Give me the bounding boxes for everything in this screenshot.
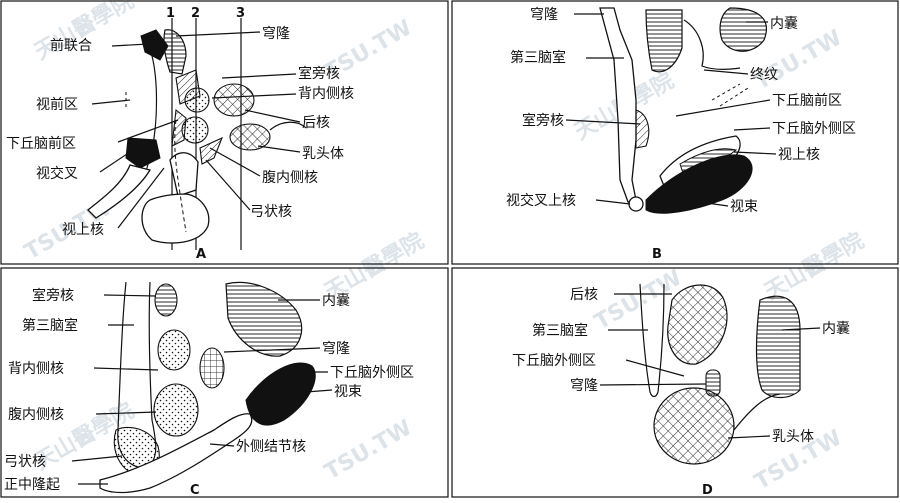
label-paraventricular-b: 室旁核 — [522, 112, 564, 129]
label-optic-chiasm: 视交叉 — [36, 165, 78, 182]
section-number-3: 3 — [236, 6, 245, 21]
label-optic-tract-b: 视束 — [730, 199, 758, 215]
label-fornix-a: 穹隆 — [262, 26, 290, 42]
third-ventricle-b — [599, 7, 637, 203]
label-median-eminence-c: 正中隆起 — [4, 477, 60, 493]
infundibulum-a — [169, 152, 199, 197]
internal-capsule-b — [719, 7, 767, 52]
label-third-ventricle-c: 第三脑室 — [22, 317, 78, 334]
label-internal-capsule-b: 内囊 — [770, 15, 798, 32]
label-dorsomedial-a: 背内侧核 — [298, 86, 354, 102]
dorsomedial-shape-c — [157, 329, 191, 371]
mammillary-shape-d — [653, 387, 735, 465]
internal-capsule-c — [225, 281, 303, 357]
panel-letter-d: D — [702, 483, 713, 498]
third-ventricle-outline-a — [174, 119, 187, 233]
section-number-1: 1 — [166, 6, 175, 21]
label-anterior-hypothalamic-a: 下丘脑前区 — [6, 135, 76, 152]
label-internal-capsule-d: 内囊 — [822, 320, 850, 337]
suprachiasmatic-shape-b — [628, 196, 644, 212]
label-lateral-hypothalamic-b: 下丘脑外侧区 — [772, 121, 856, 137]
label-posterior-d: 后核 — [570, 287, 598, 303]
posterior-shape-d — [667, 284, 728, 365]
label-anterior-hypothalamic-b: 下丘脑前区 — [772, 92, 842, 109]
label-lateral-hypothalamic-c: 下丘脑外侧区 — [330, 365, 414, 381]
arcuate-shape-a — [199, 136, 224, 165]
anterior-commissure-shape — [140, 29, 169, 61]
label-mammillary-d: 乳头体 — [772, 429, 814, 445]
section-number-2: 2 — [191, 6, 200, 21]
svg-text:TSU.TW: TSU.TW — [321, 415, 417, 485]
optic-chiasm-shape-a — [125, 137, 161, 169]
ventromedial-shape-c — [153, 383, 199, 437]
label-suprachiasmatic-b: 视交叉上核 — [506, 192, 576, 209]
panel-b: 穹隆 内囊 第三脑室 终纹 下丘脑前区 室旁核 下丘脑外侧区 视上核 视交叉上核… — [506, 7, 856, 262]
dorsomedial-shape-a — [184, 87, 210, 113]
label-ventromedial-c: 腹内侧核 — [8, 406, 64, 423]
third-ventricle-d — [639, 283, 665, 398]
label-arcuate-c: 弓状核 — [4, 454, 46, 470]
label-internal-capsule-c: 内囊 — [322, 292, 350, 309]
label-supraoptic-b: 视上核 — [778, 147, 820, 163]
panel-d: 后核 内囊 第三脑室 下丘脑外侧区 穹隆 乳头体 D — [512, 283, 850, 498]
fornix-shape-c — [199, 347, 225, 389]
label-fornix-c: 穹隆 — [322, 341, 350, 357]
mammillary-tract-a — [269, 121, 307, 131]
panel-letter-c: C — [190, 483, 200, 498]
optic-nerve-shape-a — [87, 164, 152, 219]
label-anterior-commissure: 前联合 — [50, 37, 92, 54]
label-posterior-a: 后核 — [302, 115, 330, 131]
label-stria-terminalis: 终纹 — [750, 67, 778, 83]
fornix-shape-a — [163, 29, 187, 75]
panel-letter-a: A — [196, 247, 206, 262]
paraventricular-shape-b — [635, 109, 650, 149]
panel-c: 室旁核 内囊 第三脑室 穹隆 背内侧核 下丘脑外侧区 视束 腹内侧核 外侧结节核… — [4, 281, 414, 498]
label-third-ventricle-d: 第三脑室 — [532, 322, 588, 339]
optic-tract-b — [645, 154, 753, 214]
label-mammillary-a: 乳头体 — [302, 146, 344, 162]
label-ventromedial-a: 腹内侧核 — [262, 169, 318, 186]
anterior-hypothalamic-shape-a — [171, 108, 187, 147]
posterior-shape-a — [213, 83, 255, 117]
label-paraventricular-c: 室旁核 — [32, 287, 74, 304]
svg-text:天山醫學院: 天山醫學院 — [760, 228, 868, 306]
label-paraventricular-a: 室旁核 — [298, 65, 340, 82]
label-fornix-b: 穹隆 — [530, 7, 558, 23]
paraventricular-shape-c — [154, 283, 178, 317]
label-preoptic-area: 视前区 — [36, 96, 78, 113]
internal-capsule-d — [755, 295, 801, 399]
label-supraoptic-a: 视上核 — [62, 222, 104, 238]
label-third-ventricle-b: 第三脑室 — [510, 49, 566, 66]
label-arcuate-a: 弓状核 — [250, 204, 292, 220]
label-fornix-d: 穹隆 — [570, 378, 598, 394]
mammillary-shape-a — [229, 123, 271, 151]
median-eminence-c — [99, 413, 253, 494]
label-lateral-hypothalamic-d: 下丘脑外侧区 — [512, 353, 596, 369]
label-lateral-geniculate-c: 外侧结节核 — [236, 439, 306, 455]
stria-terminalis-line — [683, 19, 741, 70]
pituitary-a — [141, 193, 210, 244]
panel-letter-b: B — [652, 247, 662, 262]
panel-a: 1 2 3 前联合 穹隆 视前区 — [6, 6, 354, 262]
optic-tract-c — [245, 362, 316, 426]
label-dorsomedial-c: 背内侧核 — [8, 361, 64, 377]
svg-text:天山醫學院: 天山醫學院 — [30, 0, 138, 65]
label-optic-tract-c: 视束 — [334, 384, 362, 400]
fornix-shape-b — [645, 9, 683, 73]
